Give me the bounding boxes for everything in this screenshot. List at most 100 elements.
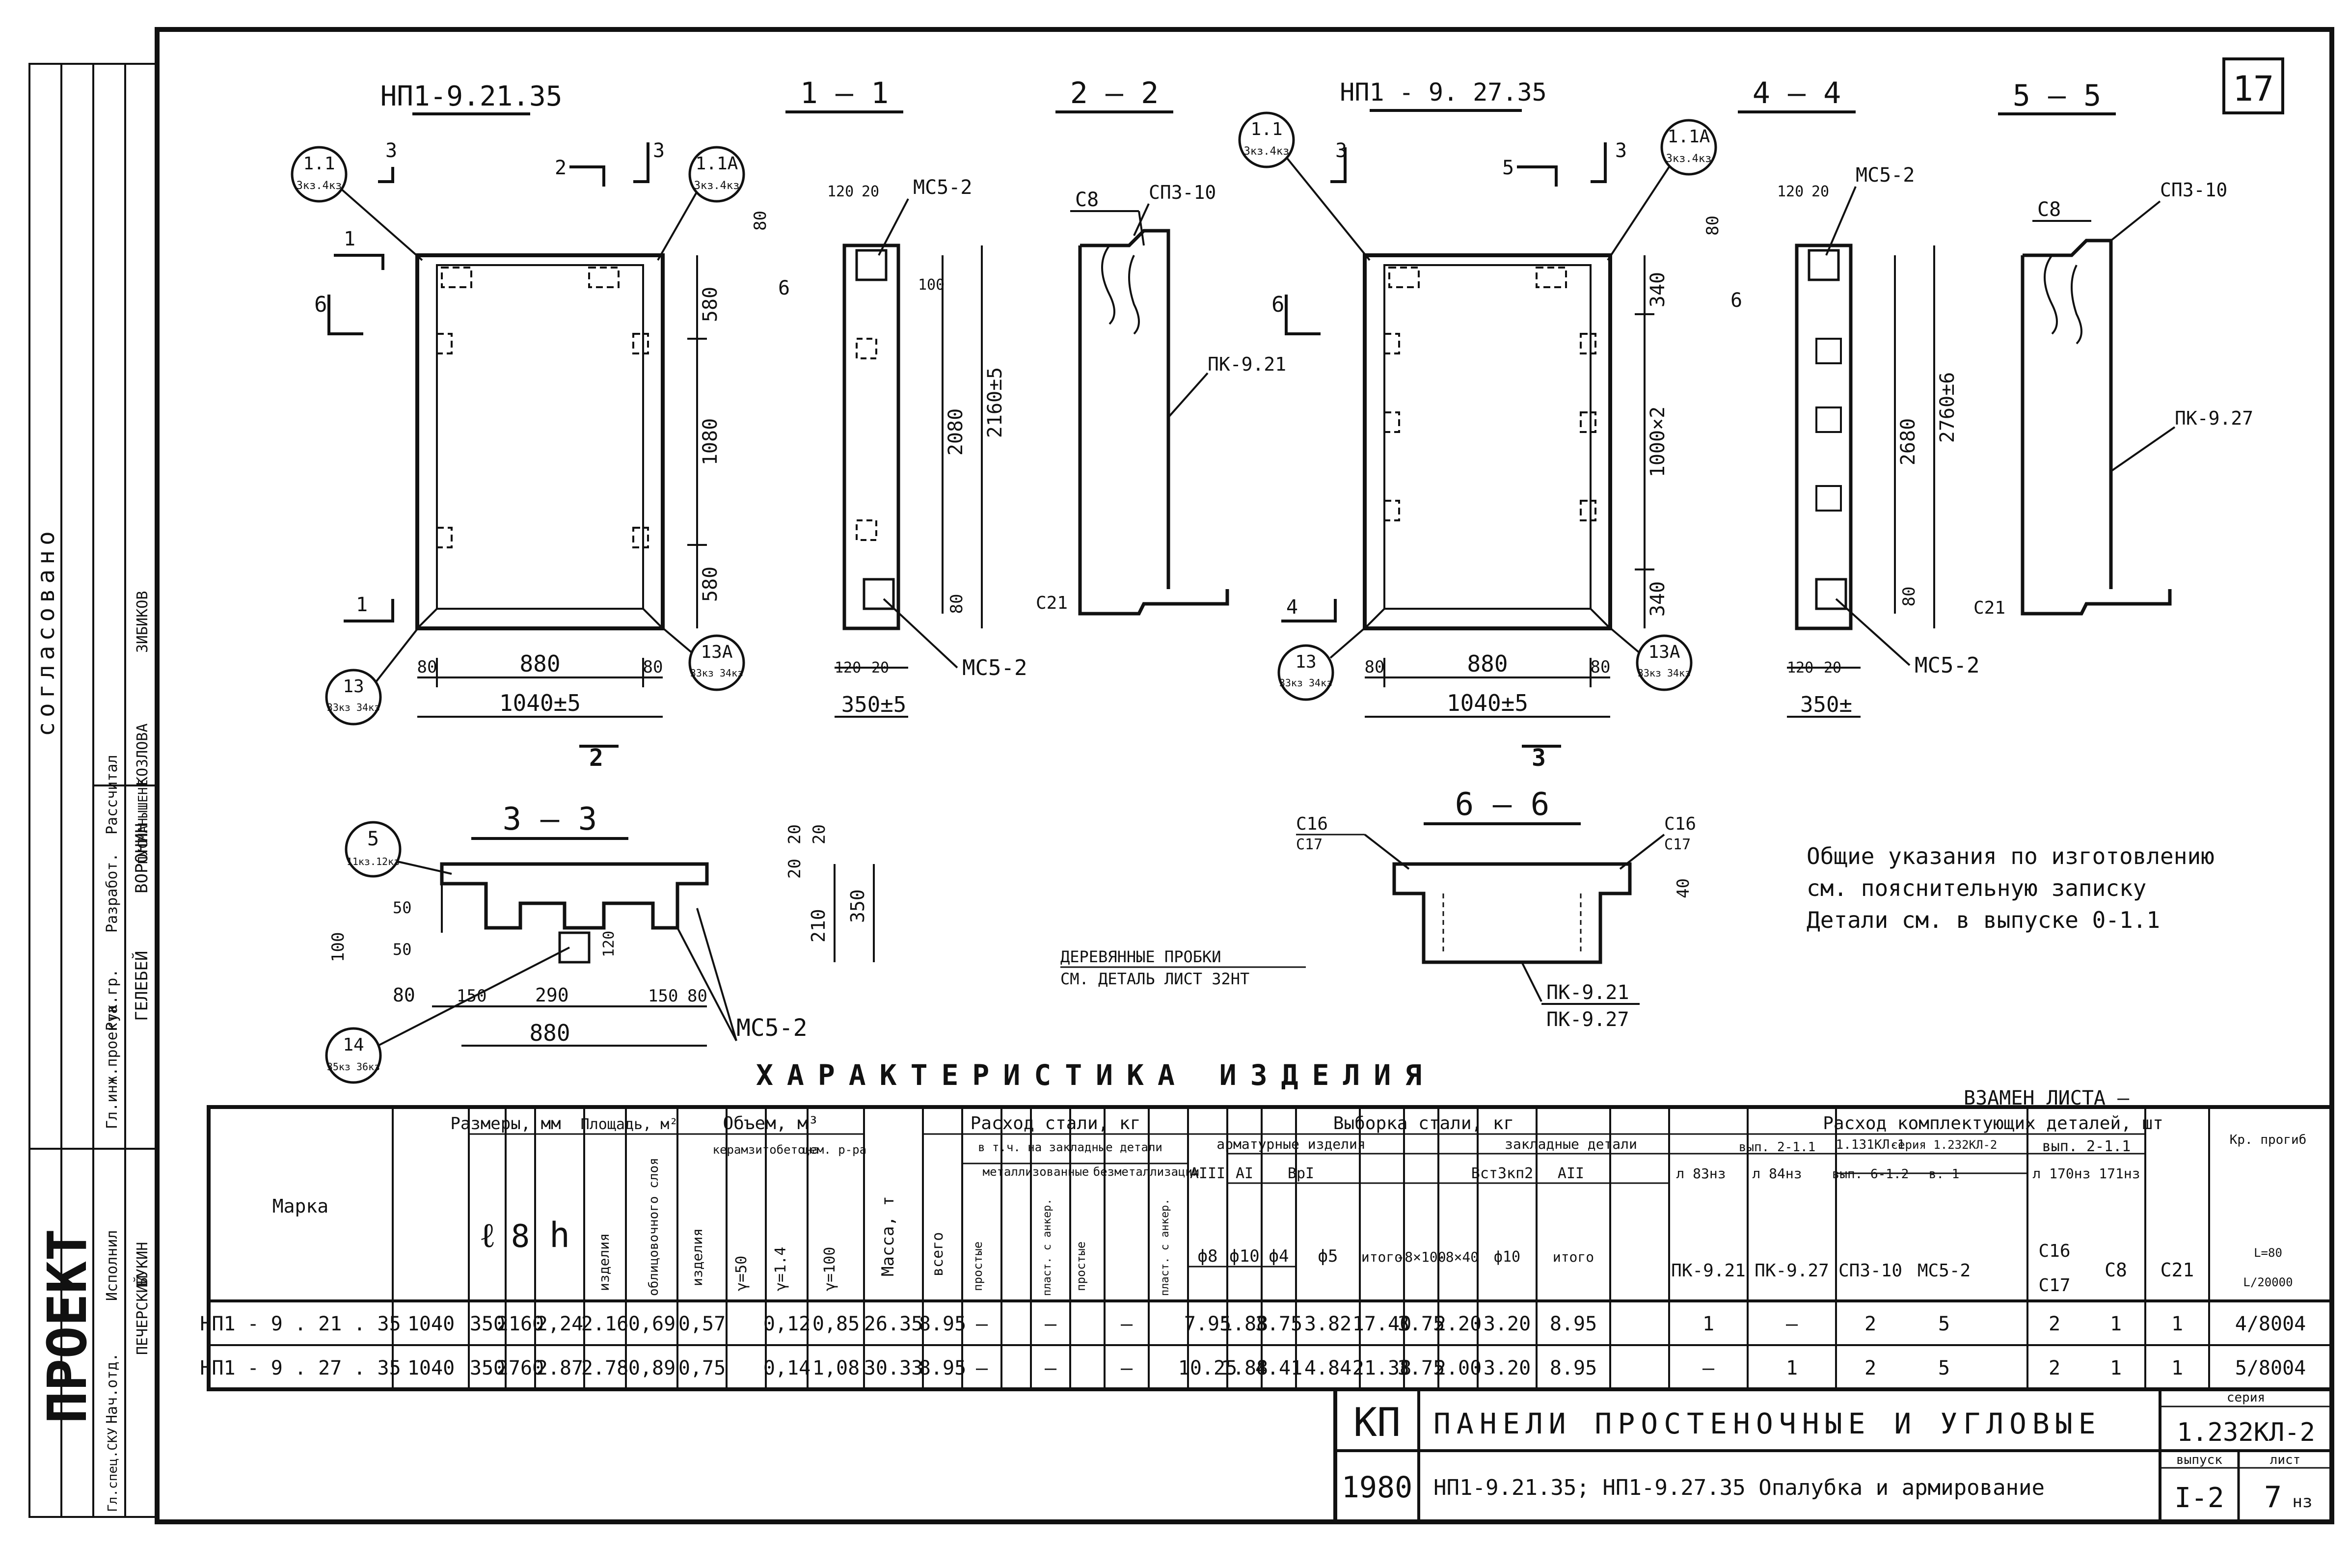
row2-cell-18: 1.88 [1221, 1357, 1268, 1379]
th-f10: ф10 [1229, 1246, 1259, 1266]
th-area-face: облицовочного слоя [647, 1158, 661, 1296]
sec33-d290: 290 [535, 984, 569, 1006]
sec33-tag2: 14 [343, 1035, 364, 1055]
row1-cell-5: 2,24 [536, 1313, 583, 1335]
row2-cell-12: 30.33 [864, 1357, 923, 1379]
sec55-pk: ПК-9.27 [2175, 407, 2253, 429]
row1-cell-31: 1 [2110, 1313, 2122, 1335]
elev1-cut-6: 6 [314, 292, 327, 317]
th-sel: Выборка стали, кг [1333, 1113, 1514, 1134]
th-plast-1: пласт. с анкер. [1041, 1198, 1053, 1296]
th-vyp2: вып. 2-1.1 [2042, 1138, 2131, 1155]
row1-cell-4: 2160 [497, 1313, 544, 1335]
sec33-d50b: 50 [393, 940, 412, 959]
elev2-dim-mid: 1000×2 [1647, 406, 1669, 478]
elev2-title: НП1 - 9. 27.35 [1340, 78, 1546, 107]
elev2-tag-bl-sub: 33кз 34кз [1279, 677, 1332, 689]
elev1-tag-bl: 13 [343, 676, 364, 697]
name-6: ПЕЧЕРСКИЙ [134, 1275, 151, 1355]
sec11-dim-d: 20 [871, 659, 889, 676]
row2-cell-27: 1 [1786, 1357, 1798, 1379]
stamp-project: ПРОЕКТ [36, 1229, 99, 1424]
sec33-d80a: 80 [393, 984, 415, 1006]
row2-cell-21: 21.38 [1352, 1357, 1411, 1379]
row2-cell-24: 3.20 [1484, 1357, 1531, 1379]
th-aii: AII [1558, 1165, 1584, 1182]
sec44-dim-80b: 80 [1899, 587, 1919, 607]
sec33-tag2-sub: 35кз 36кз [327, 1061, 380, 1073]
note-line-1: Общие указания по изготовлению [1807, 843, 2215, 869]
row1-cell-30: 2 [2049, 1313, 2060, 1335]
th-plast-2: пласт. с анкер. [1159, 1198, 1171, 1296]
th-mark: Марка [272, 1195, 328, 1217]
elev2-tag-tr-sub: 3кз.4кз [1666, 153, 1712, 165]
note-line-2: см. пояснительную записку [1807, 875, 2146, 901]
role-7: Гл.спец.СКУ [106, 1428, 120, 1512]
sec33-tag: 5 [367, 828, 379, 850]
row1-cell-8: 0,57 [678, 1313, 726, 1335]
row2-cell-29: 5 [1938, 1357, 1950, 1379]
sec44-dim-b: 20 [1811, 183, 1829, 200]
row2-cell-14: — [976, 1357, 988, 1379]
th-e4: итого [1553, 1249, 1594, 1265]
th-vol-ker-a: γ=50 [733, 1256, 750, 1291]
sec33-dv350: 350 [847, 889, 868, 923]
row2-cell-1: НП1 - 9 . 27 . 35 [200, 1357, 401, 1379]
sec33-dv20c: 20 [810, 824, 829, 844]
elev1-cut-2b: 2 [589, 744, 603, 772]
row1-cell-10: 0,12 [763, 1313, 810, 1335]
row1-cell-6: 2.16 [581, 1313, 628, 1335]
row2-cell-3: 350 [470, 1357, 505, 1379]
row2-cell-30: 2 [2049, 1357, 2060, 1379]
sec33-mark: МС5-2 [736, 1014, 808, 1042]
th-steel-total: всего [929, 1232, 946, 1276]
row2-cell-17: 10.25 [1178, 1357, 1237, 1379]
name-2: ГЕЛЕБЕЙ [132, 951, 152, 1021]
elev1-dim-side-l: 80 [417, 657, 437, 677]
role-5: Исполнил [104, 1230, 121, 1301]
sec33-dv20a: 20 [785, 824, 805, 844]
th-comp: Расход комплектующих деталей, шт [1823, 1113, 2163, 1134]
row1-cell-27: — [1786, 1313, 1798, 1335]
elev2-tag-br-sub: 33кз 34кз [1638, 667, 1691, 679]
name-3: ПУСМАНЫШЕНЕ [136, 780, 151, 864]
elev2-dim-bot: 340 [1647, 581, 1669, 617]
elev2-tag-tl: 1.1 [1250, 119, 1282, 139]
elev1-tag-tr-sub: 3кз.4кз [694, 180, 740, 192]
row1-cell-3: 350 [470, 1313, 505, 1335]
section-1-1: 1 — 1 120 20 МС5-2 100 80 6 2080 2160±5 … [751, 76, 1027, 718]
th-vyp61: вып. 6-1.2 [1832, 1167, 1909, 1182]
sec11-dim-b: 20 [862, 183, 879, 200]
sec11-dim-h1: 2080 [945, 408, 967, 456]
sec11-dim-80: 80 [751, 211, 770, 231]
sec22-c21: С21 [1036, 593, 1068, 613]
row1-cell-26: 1 [1702, 1313, 1714, 1335]
sec33-d120: 120 [600, 931, 618, 957]
sec22-title: 2 — 2 [1070, 76, 1159, 110]
th-sizes: Размеры, мм [450, 1114, 561, 1134]
sec33-tag-sub: 11кз.12кз [347, 856, 400, 867]
sec11-dim-6: 6 [778, 277, 790, 299]
sec11-dim-a: 120 [827, 183, 854, 200]
th-prost-1: простые [971, 1242, 985, 1291]
sheet-number: 17 [2233, 69, 2274, 109]
sec66-c16b: С16 [1664, 814, 1696, 834]
elev1-cut-1b: 1 [356, 594, 368, 616]
elev1-tag-tr: 1.1А [696, 154, 738, 174]
elev2-cut-4: 4 [1286, 596, 1298, 619]
th-kr: Кр. прогиб [2230, 1133, 2307, 1147]
elev2-cut-5: 5 [1502, 157, 1514, 179]
sec11-dim-total: 350±5 [841, 692, 906, 717]
sec66-c16: С16 [1296, 814, 1328, 834]
section-5-5: 5 — 5 С8 СП3-10 ПК-9.27 С21 [1973, 79, 2253, 618]
row1-cell-29: 5 [1938, 1313, 1950, 1335]
th-vol-ker: керамзитобетона [713, 1143, 819, 1157]
tb-series: 1.232КЛ-2 [2177, 1418, 2315, 1447]
elev2-dim-side-r: 80 [1591, 657, 1611, 677]
th-steel-nomet: безметаллизации [1093, 1165, 1200, 1179]
elev2-dim-total: 1040±5 [1447, 690, 1528, 716]
row2-cell-6: 2.78 [581, 1357, 628, 1379]
sec11-dim-c: 120 [835, 659, 861, 676]
elevation-np1-9-27-35: НП1 - 9. 27.35 1.1 3кз.4кз 1.1А 3кз.4кз … [1238, 78, 1717, 772]
